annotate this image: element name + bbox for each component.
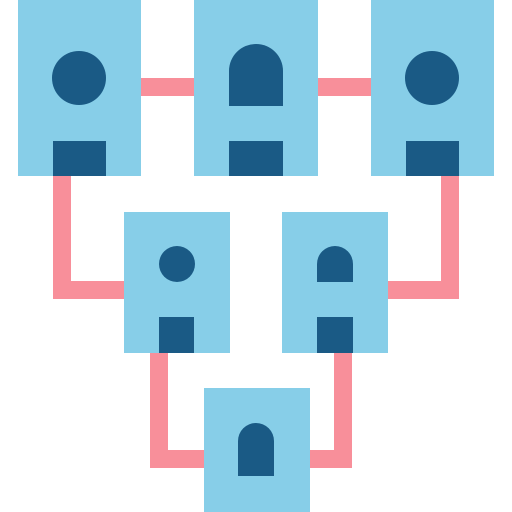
person-body-icon [406,141,459,176]
person-head-icon [238,423,274,476]
person-head-icon [317,246,353,282]
connectors [53,78,459,468]
member-card-middle-left [124,212,230,353]
person-head-icon [405,51,459,105]
person-head-icon [229,44,283,106]
member-card-top-center [194,0,318,176]
member-card-bottom-center [204,388,310,512]
member-card-top-left [18,0,141,176]
person-body-icon [229,141,283,176]
person-body-icon [317,317,353,353]
person-head-icon [159,246,195,282]
connector-middle-right-drop [334,352,352,468]
connector-middle-left-to-bottom [150,450,206,468]
person-body-icon [159,317,194,353]
person-head-icon [52,51,106,105]
connector-right-drop [441,176,459,298]
person-body-icon [53,141,106,176]
connector-top-left-center [140,78,196,96]
connector-right-to-middle [388,281,459,299]
connector-middle-left-drop [150,352,168,468]
connector-top-center-right [316,78,372,96]
connector-middle-right-to-bottom [298,450,352,468]
connector-left-drop [53,176,71,298]
member-card-middle-right [282,212,388,353]
connector-left-to-middle [53,281,125,299]
member-card-top-right [371,0,494,176]
